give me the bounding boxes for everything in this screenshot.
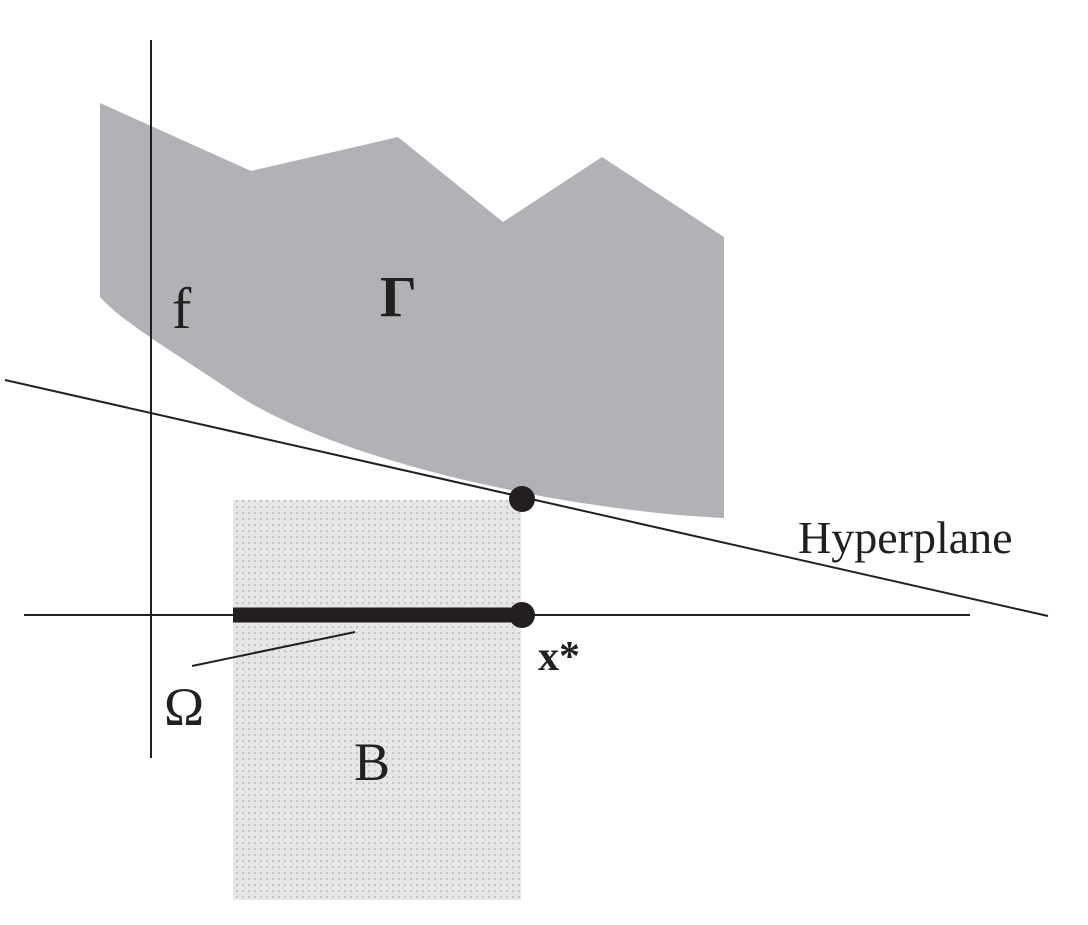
x-star-label: x* <box>538 634 580 680</box>
f-label: f <box>172 276 192 341</box>
omega-label: Ω <box>164 677 204 737</box>
hyperplane-label: Hyperplane <box>798 512 1013 563</box>
x-star-point <box>509 602 535 628</box>
tangent-point <box>509 486 535 512</box>
omega-leader-line <box>191 631 356 667</box>
b-label: B <box>354 732 390 792</box>
set-b-region <box>233 500 521 900</box>
gamma-label: Γ <box>380 264 417 329</box>
gamma-region <box>100 103 724 518</box>
